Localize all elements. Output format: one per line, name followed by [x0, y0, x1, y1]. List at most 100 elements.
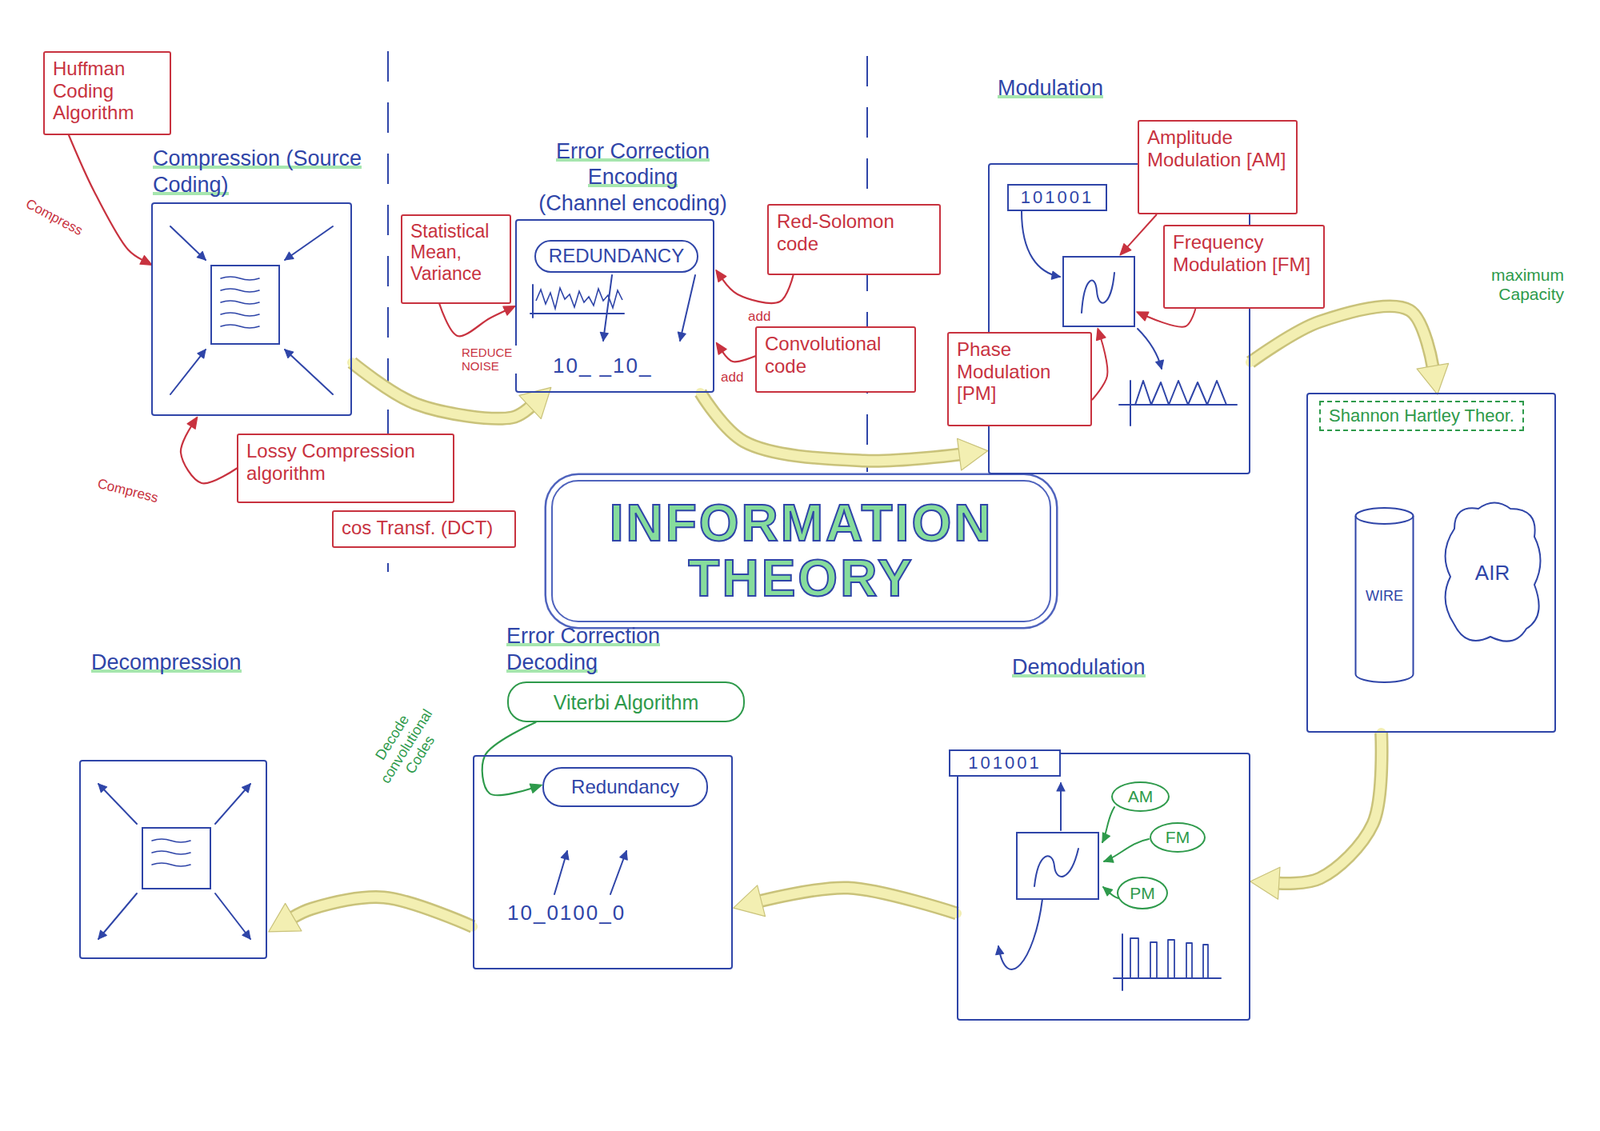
statistics-box: Statistical Mean, Variance: [400, 214, 512, 304]
wire-cylinder: WIRE: [1353, 506, 1416, 686]
node-text: 101001: [956, 752, 1053, 774]
flow-arrow-outline: [1279, 732, 1382, 884]
edge-label: Compress: [93, 475, 163, 507]
sketch-line: [284, 226, 333, 260]
sketch-line: [220, 276, 260, 280]
connector-line: [722, 275, 794, 304]
decompression-panel: Decompression: [79, 760, 268, 960]
sketch-line: [152, 863, 191, 867]
panel-heading: Error Correction Decoding: [506, 623, 715, 676]
title-frame: INFORMATION THEORY: [551, 480, 1052, 623]
node-text: 101001: [1015, 187, 1100, 208]
sketch-line: [170, 349, 206, 395]
sketch-line: [98, 893, 137, 940]
encoding-panel: Error Correction Encoding(Channel encodi…: [515, 219, 715, 393]
sketch-line: [1104, 839, 1149, 862]
sketch-line: [1137, 328, 1162, 369]
flow-arrow-outline: [1250, 306, 1433, 367]
heading-text: Modulation: [997, 76, 1104, 100]
node-text: Redundancy: [571, 776, 680, 800]
sketch-line: [1121, 934, 1124, 991]
modulation-type-box: Frequency Modulation [FM]: [1163, 224, 1325, 309]
connector-line: [180, 426, 237, 484]
connector-line: [1279, 732, 1382, 884]
annotation-arrow: [439, 304, 505, 336]
heading-text: (Channel encoding): [538, 191, 728, 216]
panel-sketch: [80, 761, 266, 958]
heading-text: Error Correction Encoding: [556, 139, 710, 189]
node-text: cos Transf. (DCT): [341, 516, 507, 540]
node-text: WIRE: [1365, 588, 1404, 605]
node-text: Lossy Compression algorithm: [246, 440, 445, 484]
theorem-name: Shannon Hartley Theor.: [1328, 405, 1515, 427]
panel-heading: Error Correction Encoding(Channel encodi…: [516, 138, 749, 216]
sketch-line: [680, 275, 696, 341]
heading-line: Decompression: [91, 649, 300, 676]
sketch-line: [610, 851, 627, 895]
node-text: AM: [1128, 787, 1154, 807]
flow-arrow: [293, 897, 473, 928]
flow-arrow: [700, 392, 960, 461]
heading-text: Demodulation: [1012, 655, 1146, 680]
sketch-line: [220, 324, 260, 328]
edge-label: REDUCE NOISE: [459, 345, 520, 374]
scheme-bubble: FM: [1149, 822, 1206, 853]
connector-line: [700, 392, 960, 461]
node-text: Statistical Mean, Variance: [410, 220, 502, 284]
annotation-arrow: [722, 275, 794, 304]
sketch-line: [220, 300, 260, 304]
sketch-line: [152, 839, 191, 843]
panel-heading: Demodulation: [1012, 654, 1220, 680]
sketch-line: [1135, 380, 1227, 405]
channel-panel: Shannon Hartley Theor. WIRE AIR: [1306, 392, 1556, 733]
redundancy-box: REDUNDANCY: [534, 240, 699, 273]
heading-text: Compression (Source Coding): [152, 146, 362, 196]
node-text: Phase Modulation [PM]: [956, 338, 1083, 405]
sketch-line: [220, 288, 260, 292]
modulator-block: [1063, 256, 1135, 327]
panel-sketch: [958, 754, 1249, 1020]
sketch-line: [603, 275, 612, 341]
node-text: Red-Solomon code: [776, 210, 932, 255]
sketch-line: [284, 349, 333, 395]
modulation-type-box: Amplitude Modulation [AM]: [1137, 120, 1298, 215]
redundancy-box: Redundancy: [542, 767, 708, 808]
flow-arrow: [1250, 306, 1433, 367]
sketch-line: [215, 893, 251, 940]
sketch-line: [1129, 380, 1132, 426]
algorithm-box: Huffman Coding Algorithm: [43, 51, 172, 136]
theorem-header: Shannon Hartley Theor.: [1319, 400, 1524, 432]
sketch-line: [1119, 404, 1237, 406]
connector-line: [68, 135, 143, 260]
transform-box: cos Transf. (DCT): [332, 510, 516, 548]
node-text: Frequency Modulation [FM]: [1172, 231, 1316, 276]
sketch-line: [554, 851, 568, 895]
air-cloud: AIR: [1438, 496, 1547, 649]
heading-line: Modulation: [997, 75, 1206, 101]
edge-label: Compress: [20, 195, 88, 240]
heading-line: Error Correction Encoding: [516, 138, 749, 191]
panel-heading: Decompression: [91, 649, 300, 676]
leader-arrow: [1092, 339, 1108, 400]
node-text: FM: [1165, 828, 1190, 848]
decoding-panel: Error Correction DecodingRedundancy10_01…: [472, 755, 733, 970]
bit-sequence: 10_0100_0: [507, 900, 626, 926]
node-text: Convolutional code: [764, 332, 907, 377]
annotation-arrow: [68, 135, 143, 260]
node-text: Viterbi Algorithm: [553, 690, 700, 715]
sketch-line: [1130, 938, 1208, 979]
code-box: Red-Solomon code: [767, 204, 941, 276]
edge-label: maximum Capacity: [1465, 265, 1567, 304]
edge-label: add: [718, 369, 746, 386]
flow-arrow-outline: [293, 897, 473, 928]
bit-string-box: 101001: [948, 749, 1061, 777]
algorithm-box: Lossy Compression algorithm: [236, 433, 455, 504]
node-text: REDUNDANCY: [548, 244, 684, 268]
node-text: Huffman Coding Algorithm: [52, 57, 162, 124]
sketch-line: [530, 312, 624, 315]
flow-arrow-outline: [761, 888, 957, 914]
edge-label: add: [745, 308, 773, 325]
scheme-bubble: AM: [1111, 781, 1170, 812]
compression-panel: Compression (Source Coding): [151, 202, 352, 416]
flow-arrow-outline: [700, 392, 960, 461]
